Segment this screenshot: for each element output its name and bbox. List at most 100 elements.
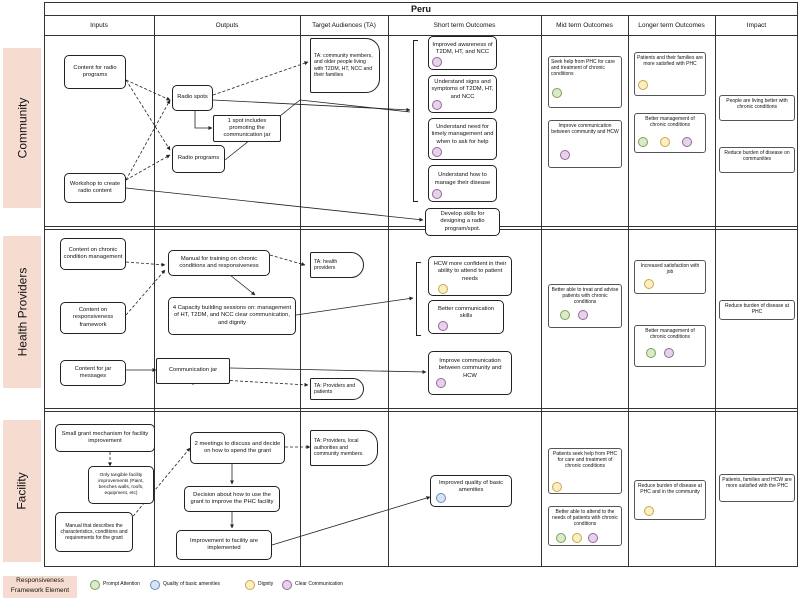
target-audience-providers: TA: health providers — [310, 252, 364, 278]
output-meetings: 2 meetings to discuss and decide on how … — [190, 432, 285, 464]
connector-arrow — [219, 379, 309, 387]
dot-clear-communication — [682, 137, 692, 147]
output-training-manual: Manual for training on chronic condition… — [168, 250, 270, 276]
short-outcome-awareness: Improved awareness of T2DM, HT, and NCC — [428, 36, 497, 70]
target-audience-community: TA: community members, and older people … — [310, 38, 380, 93]
impact-living-better: People are living better with chronic co… — [719, 95, 795, 121]
column-inputs: Inputs — [44, 16, 154, 36]
input-grant-manual: Manual that describes the characteristic… — [55, 512, 133, 552]
row-divider — [44, 229, 798, 230]
row-divider — [44, 408, 798, 409]
connector-arrow — [125, 187, 424, 222]
connector-arrow — [229, 367, 427, 374]
legend-quality-amenities: Quality of basic amenities — [163, 581, 220, 587]
connector-arrow — [194, 110, 213, 130]
longer-outcome-better-management: Better management of chronic conditions — [634, 325, 706, 367]
dot-prompt-attention — [638, 137, 648, 147]
column-divider — [715, 16, 716, 567]
dot-clear-communication — [436, 378, 446, 388]
impact-reduce-burden-communities: Reduce burden of disease on communities — [719, 147, 795, 173]
dot-dignity — [572, 533, 582, 543]
diagram-frame — [44, 2, 798, 567]
dot-clear-communication — [432, 57, 442, 67]
legend-clear-communication: Clear Communication — [295, 581, 344, 587]
row-label-community: Community — [3, 48, 41, 208]
dot-dignity — [644, 506, 654, 516]
input-radio-content: Content for radio programs — [64, 55, 126, 89]
dot-prompt-attention — [552, 88, 562, 98]
target-audience-facility: TA: Providers, local authorities and com… — [310, 430, 378, 466]
diagram-title: Peru — [44, 2, 798, 16]
output-communication-jar: Communication jar — [156, 358, 230, 384]
column-impact: Impact — [715, 16, 798, 36]
dot-prompt-attention — [556, 533, 566, 543]
input-small-grant: Small grant mechanism for facility impro… — [55, 424, 155, 452]
column-short-term: Short term Outcomes — [388, 16, 541, 36]
input-radio-workshop: Workshop to create radio content — [64, 173, 126, 203]
dot-dignity — [552, 482, 562, 492]
longer-outcome-job-satisfaction: Increased satisfaction with job — [634, 260, 706, 294]
short-outcome-radio-skills: Develop skills for designing a radio pro… — [425, 208, 500, 236]
legend-dignity-icon — [245, 580, 255, 590]
mid-outcome-treat-advise: Better able to treat and advise patients… — [548, 284, 622, 328]
connector-arrow — [229, 274, 256, 296]
dot-clear-communication — [560, 150, 570, 160]
connector-arrow — [129, 447, 191, 521]
connector-arrow — [212, 61, 309, 96]
row-divider — [44, 226, 798, 227]
connector-arrow — [125, 154, 171, 181]
short-outcome-timely-management: Understand need for timely management an… — [428, 118, 497, 160]
column-mid-term: Mid term Outcomes — [541, 16, 628, 36]
dot-prompt-attention — [646, 348, 656, 358]
column-divider — [628, 16, 629, 567]
dot-quality-basic-amenities — [436, 493, 446, 503]
outcome-bracket — [413, 40, 418, 202]
connector-arrow — [125, 269, 166, 316]
column-divider — [541, 16, 542, 567]
legend-prompt-attention: Prompt Attention — [103, 581, 140, 587]
legend-label: Responsiveness Framework Element — [3, 576, 77, 598]
dot-clear-communication — [438, 321, 448, 331]
output-communication-jar-spot: 1 spot includes promoting the communicat… — [213, 115, 281, 142]
dot-clear-communication — [432, 189, 442, 199]
outcome-bracket — [416, 262, 421, 336]
input-responsiveness-content: Content on responsiveness framework — [60, 302, 126, 334]
legend-prompt-attention-icon — [90, 580, 100, 590]
target-audience-providers-patients: TA: Providers and patients — [310, 378, 364, 400]
output-grant-decision: Decision about how to use the grant to i… — [184, 486, 280, 512]
dot-dignity — [638, 80, 648, 90]
dot-clear-communication — [664, 348, 674, 358]
legend-communication-icon — [282, 580, 292, 590]
connector-arrow — [125, 79, 171, 151]
output-radio-programs: Radio programs — [172, 145, 225, 173]
output-radio-spots: Radio spots — [172, 85, 213, 111]
connector-arrow — [125, 79, 171, 101]
connector-arrow — [271, 496, 431, 546]
column-outputs: Outputs — [154, 16, 300, 36]
output-improvements-implemented: Improvement to facility are implemented — [176, 530, 272, 560]
output-capacity-sessions: 4 Capacity building sessions on: managem… — [168, 297, 296, 335]
legend-dignity: Dignity — [258, 581, 274, 587]
column-divider — [300, 16, 301, 567]
connector-arrow — [125, 99, 171, 181]
row-label-facility: Facility — [3, 420, 41, 562]
column-target-audiences: Target Audiences (TA) — [300, 16, 388, 36]
dot-dignity — [660, 137, 670, 147]
legend-amenities-icon — [150, 580, 160, 590]
dot-dignity — [438, 284, 448, 294]
row-divider — [44, 411, 798, 412]
column-divider — [388, 16, 389, 567]
impact-reduce-burden-phc: Reduce burden of disease at PHC — [719, 300, 795, 320]
connector-arrow — [269, 254, 306, 266]
dot-clear-communication — [588, 533, 598, 543]
dot-prompt-attention — [560, 310, 570, 320]
short-outcome-improve-communication: Improve communication between community … — [428, 351, 512, 395]
input-chronic-content: Content on chronic condition management — [60, 238, 126, 270]
connector-arrow — [295, 296, 414, 316]
impact-satisfied-phc: Patients, families and HCW are more sati… — [719, 474, 795, 502]
mid-outcome-communication: Improve communication between community … — [548, 120, 622, 168]
dot-clear-communication — [578, 310, 588, 320]
longer-outcome-better-management: Better management of chronic conditions — [634, 113, 706, 153]
dot-dignity — [644, 279, 654, 289]
